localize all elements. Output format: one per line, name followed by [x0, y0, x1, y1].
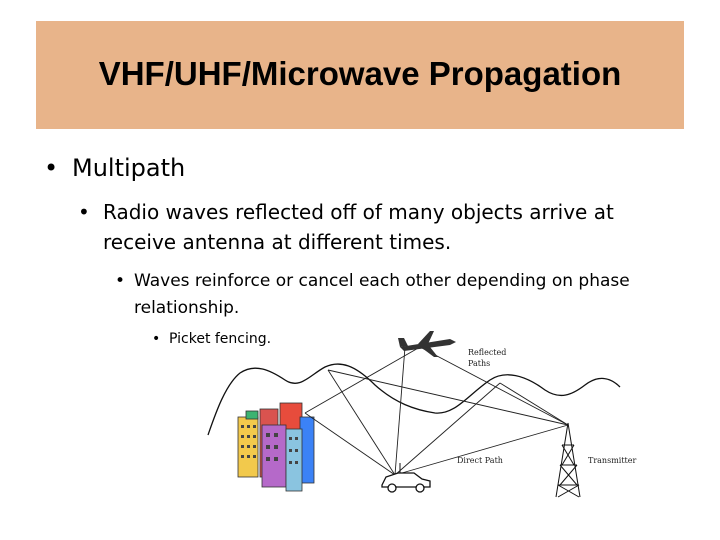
bullet-dot: •	[152, 331, 161, 347]
bullet-dot: •	[44, 154, 59, 182]
title-bar: VHF/UHF/Microwave Propagation	[36, 21, 684, 129]
bullet-level-4: • Picket fencing.	[152, 331, 271, 347]
tower-icon	[555, 422, 581, 498]
reflected-paths-label-2: Paths	[468, 359, 490, 368]
transmitter-label: Transmitter	[588, 456, 636, 465]
bullet-text: Multipath	[72, 154, 186, 182]
bullet-text: Radio waves reflected off of many object…	[103, 200, 614, 254]
bullet-level-3: • Waves reinforce or cancel each other d…	[115, 268, 675, 322]
bullet-level-2: • Radio waves reflected off of many obje…	[78, 197, 678, 257]
airplane-icon	[398, 331, 456, 357]
bullet-dot: •	[115, 271, 126, 291]
buildings-icon	[237, 402, 315, 492]
reflected-paths-label: Reflected	[468, 348, 506, 357]
direct-path-label: Direct Path	[457, 456, 503, 465]
slide-title: VHF/UHF/Microwave Propagation	[98, 55, 622, 92]
bullet-dot: •	[78, 200, 90, 224]
bullet-level-1: • Multipath	[44, 154, 185, 182]
car-icon	[381, 463, 431, 493]
signal-paths	[304, 346, 569, 476]
bullet-text: Waves reinforce or cancel each other dep…	[134, 271, 630, 318]
bullet-text: Picket fencing.	[169, 331, 272, 347]
mountains-icon	[207, 363, 621, 436]
multipath-diagram: Reflected Paths Direct Path Transmitter	[207, 331, 636, 498]
